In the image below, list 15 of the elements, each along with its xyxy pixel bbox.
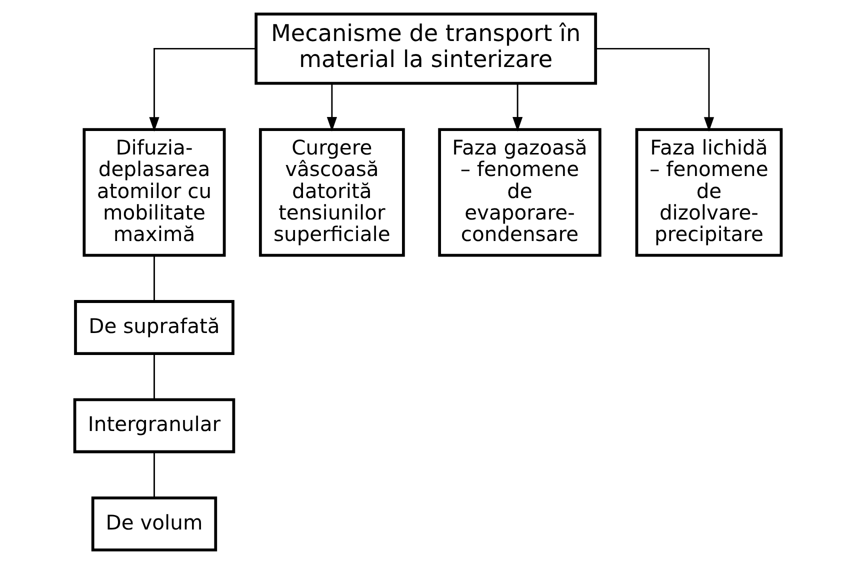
arrow xyxy=(595,48,714,132)
node-box: Faza gazoasă – fenomene de evaporare-condensare xyxy=(438,128,601,257)
connector xyxy=(153,452,154,498)
connector xyxy=(153,256,154,302)
node-box: Intergranular xyxy=(72,398,235,454)
node-box: Faza lichidă – fenomene de dizolvare-precipitare xyxy=(634,128,782,257)
arrow xyxy=(512,84,522,132)
node-box: Mecanisme de transport în material la sinterizare xyxy=(254,12,597,85)
node-box: De suprafată xyxy=(74,300,234,355)
node-box: Curgere vâscoasă datorită tensiunilor superficiale xyxy=(258,128,404,257)
node-box: Difuzia-deplasarea atomilor cu mobilitate maximă xyxy=(82,128,226,257)
arrow xyxy=(326,84,336,132)
arrow xyxy=(148,48,256,132)
node-box: De volum xyxy=(90,496,217,552)
connector xyxy=(153,354,154,400)
